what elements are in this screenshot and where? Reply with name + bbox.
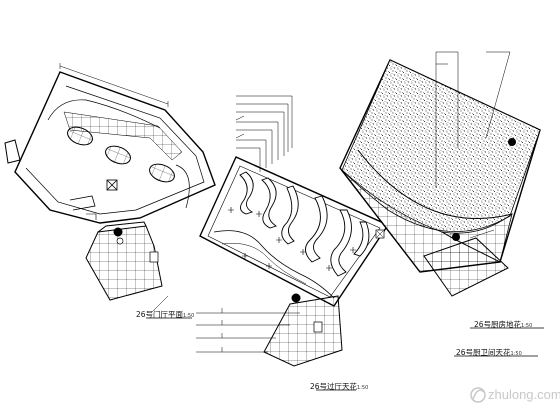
plan-b-leaders bbox=[236, 95, 293, 172]
plan-a-foyer bbox=[4, 63, 216, 313]
plan-c-kitchen bbox=[339, 51, 541, 297]
plan-a-rug-1 bbox=[67, 126, 93, 146]
watermark-text: zhulong.com bbox=[488, 387, 560, 402]
plan-a-counter bbox=[69, 195, 96, 211]
plan-a-curve-upper bbox=[47, 99, 161, 129]
plan-c-arc bbox=[357, 149, 513, 219]
plan-a-dim-top bbox=[59, 65, 169, 105]
plan-a-entry-dot bbox=[113, 227, 123, 237]
plan-b-tile-leaders bbox=[196, 308, 300, 353]
plan-a-leader bbox=[151, 295, 169, 313]
plan-b-node-dot bbox=[291, 293, 301, 303]
plan-c-node-dot-2 bbox=[452, 233, 460, 241]
plan-b-light-marks bbox=[228, 207, 356, 271]
plan-c1-caption: 26号厨房地花1:50 bbox=[474, 320, 533, 329]
plan-c-extension bbox=[423, 237, 509, 297]
plan-c2-caption: 26号厨卫间天花1:50 bbox=[456, 348, 522, 357]
plan-c-leaders bbox=[435, 51, 511, 188]
plan-b-ceiling bbox=[196, 95, 390, 367]
zhulong-logo-icon bbox=[470, 387, 486, 403]
plan-a-door-nub bbox=[4, 139, 21, 164]
plan-c-node-dot-1 bbox=[508, 138, 516, 146]
plan-a-rug-3 bbox=[149, 163, 175, 183]
plan-a-corner-arc bbox=[175, 164, 190, 209]
plan-b-tile-area bbox=[263, 293, 343, 367]
plan-a-entry-tile bbox=[85, 221, 163, 301]
plan-a-inner-wall bbox=[25, 85, 205, 215]
plan-a-center-mark bbox=[106, 179, 118, 191]
plan-b-wave-strips bbox=[239, 171, 370, 277]
plan-a-rug-2 bbox=[105, 145, 131, 165]
plan-a-caption: 26号门厅平面1:50 bbox=[136, 310, 195, 319]
plan-b-caption: 26号过厅天花1:50 bbox=[310, 382, 369, 391]
plan-b-curve-divider bbox=[213, 230, 335, 299]
